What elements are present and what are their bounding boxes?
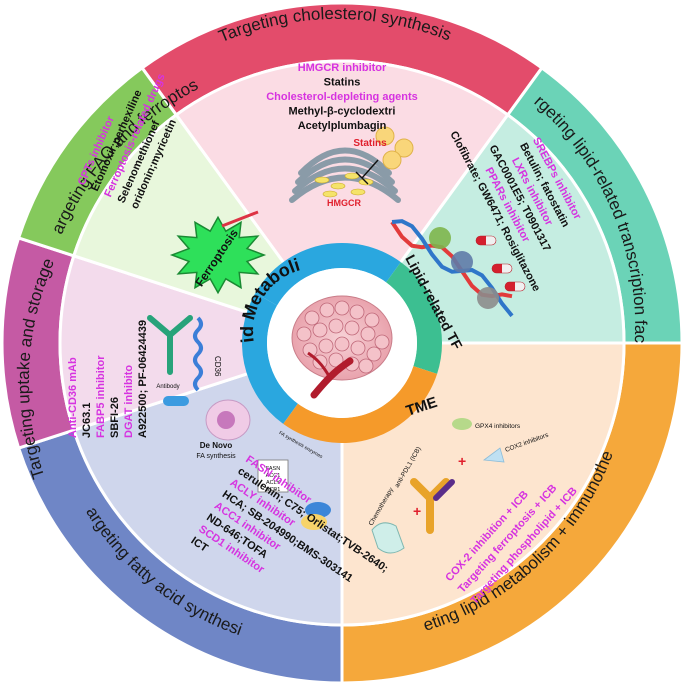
ferroptosis-burst [169, 215, 267, 295]
blood-vessel-branch [307, 351, 332, 379]
transcription-factor-blob [429, 227, 451, 249]
inhibitor-label: Anti-CD36 mAb [67, 357, 79, 438]
inhibitor-label: Cholesterol-depleting agents [266, 91, 418, 103]
statin-pill [394, 138, 414, 158]
inhibitor-label: DGAT inhibito [123, 365, 135, 438]
fas-pill-blue [305, 502, 331, 518]
acc1-enzyme-label: ACC1 [266, 473, 281, 479]
tumor-cell [366, 346, 382, 362]
tumor-cell [334, 300, 350, 316]
tumor-cell [349, 304, 365, 320]
tumor-cell [358, 358, 374, 374]
er-membrane [298, 147, 392, 176]
center-ring-bottom [242, 293, 298, 424]
tumor-cell [350, 340, 366, 356]
drug-label: JC63.1 [81, 403, 93, 438]
cd36-receptor [193, 316, 203, 392]
gpx4-pill [452, 418, 472, 430]
tf-inhibitor-pill [504, 281, 526, 292]
scd1-enzyme-label: SCD1 [266, 487, 281, 493]
drug-label: Methyl-β-cyclodextri [289, 106, 396, 118]
center-ring-tme [283, 366, 438, 443]
tumor-cell [344, 320, 360, 336]
tf-inhibitor-pill [491, 263, 513, 274]
transcription-factor-blob [451, 251, 473, 273]
hmgcr-enzyme [350, 188, 366, 196]
tumor-illustration [291, 295, 393, 399]
statins-label: Statins [353, 138, 387, 149]
fas-pill-yellow [301, 514, 327, 530]
tumor-cell [319, 302, 335, 318]
tumor-cell [364, 312, 380, 328]
hmgcr-enzyme [344, 172, 360, 180]
drug-label: Acetylplumbagin [298, 120, 387, 132]
cd36-illustration: Antibody CD36 [147, 315, 222, 406]
gpx4-label: GPX4 inhibitors [475, 423, 521, 430]
antibody-arm [433, 479, 455, 501]
inhibitor-label: FABP5 inhibitor [95, 355, 107, 438]
tumor-cell [328, 318, 344, 334]
statin-pill [382, 150, 402, 170]
plus-sign-2: + [458, 453, 466, 469]
syringe-icon [221, 210, 259, 228]
blood-vessel [310, 357, 354, 399]
tumor-cell [296, 326, 312, 342]
er-membrane [289, 174, 401, 203]
hmgcr-enzyme [322, 190, 338, 198]
center-ring-main [255, 242, 401, 306]
cox2-pill [482, 447, 505, 463]
fabp5-capsule [163, 396, 189, 406]
drug-label: SBFI-26 [109, 397, 121, 438]
tumor-cell [302, 342, 318, 358]
tumor-cell [360, 326, 376, 342]
cholesterol-text-block: HMGCR inhibitorStatinsCholesterol-deplet… [266, 62, 418, 132]
anti-pdl1-antibody [410, 478, 450, 534]
statin-pill [375, 126, 395, 146]
hmgcr-enzyme [330, 182, 346, 190]
hmgcr-enzyme [314, 176, 330, 184]
cd36-label: CD36 [213, 356, 222, 377]
drug-label: Statins [324, 77, 361, 89]
center-ring-tf [386, 262, 442, 374]
er-membrane [295, 156, 395, 185]
fasynth-label: FA synthesis [196, 453, 236, 460]
drug-label: A922500; PF-06424439 [137, 320, 149, 438]
tf-inhibitor-pill [475, 235, 497, 246]
enzyme-box [257, 459, 289, 493]
cell-nucleus [217, 411, 235, 429]
dna-illustration [390, 219, 526, 318]
tumor-cell [334, 336, 350, 352]
transcription-factor-blob [477, 287, 499, 309]
antibody-icon [147, 315, 193, 375]
hmgcr-label: HMGCR [327, 198, 361, 208]
er-membrane [292, 165, 398, 194]
antibody-label: Antibody [156, 384, 179, 390]
plus-sign-1: + [413, 503, 421, 519]
denovo-label: De Novo [200, 441, 233, 450]
chemo-bag [371, 522, 405, 554]
ferroptosis-illustration: Ferroptosis [169, 210, 267, 295]
tumor-cell [312, 322, 328, 338]
tumor-cell [374, 334, 390, 350]
tumor-cell [318, 338, 334, 354]
fasn-enzyme-label: FASN [266, 466, 280, 472]
cholesterol-illustration: HMGCR Statins [289, 126, 414, 208]
tumor-cell [304, 310, 320, 326]
acly-enzyme-label: ACLY [266, 480, 280, 486]
inhibitor-label: HMGCR inhibitor [298, 62, 387, 74]
inhibition-mark [355, 159, 379, 185]
